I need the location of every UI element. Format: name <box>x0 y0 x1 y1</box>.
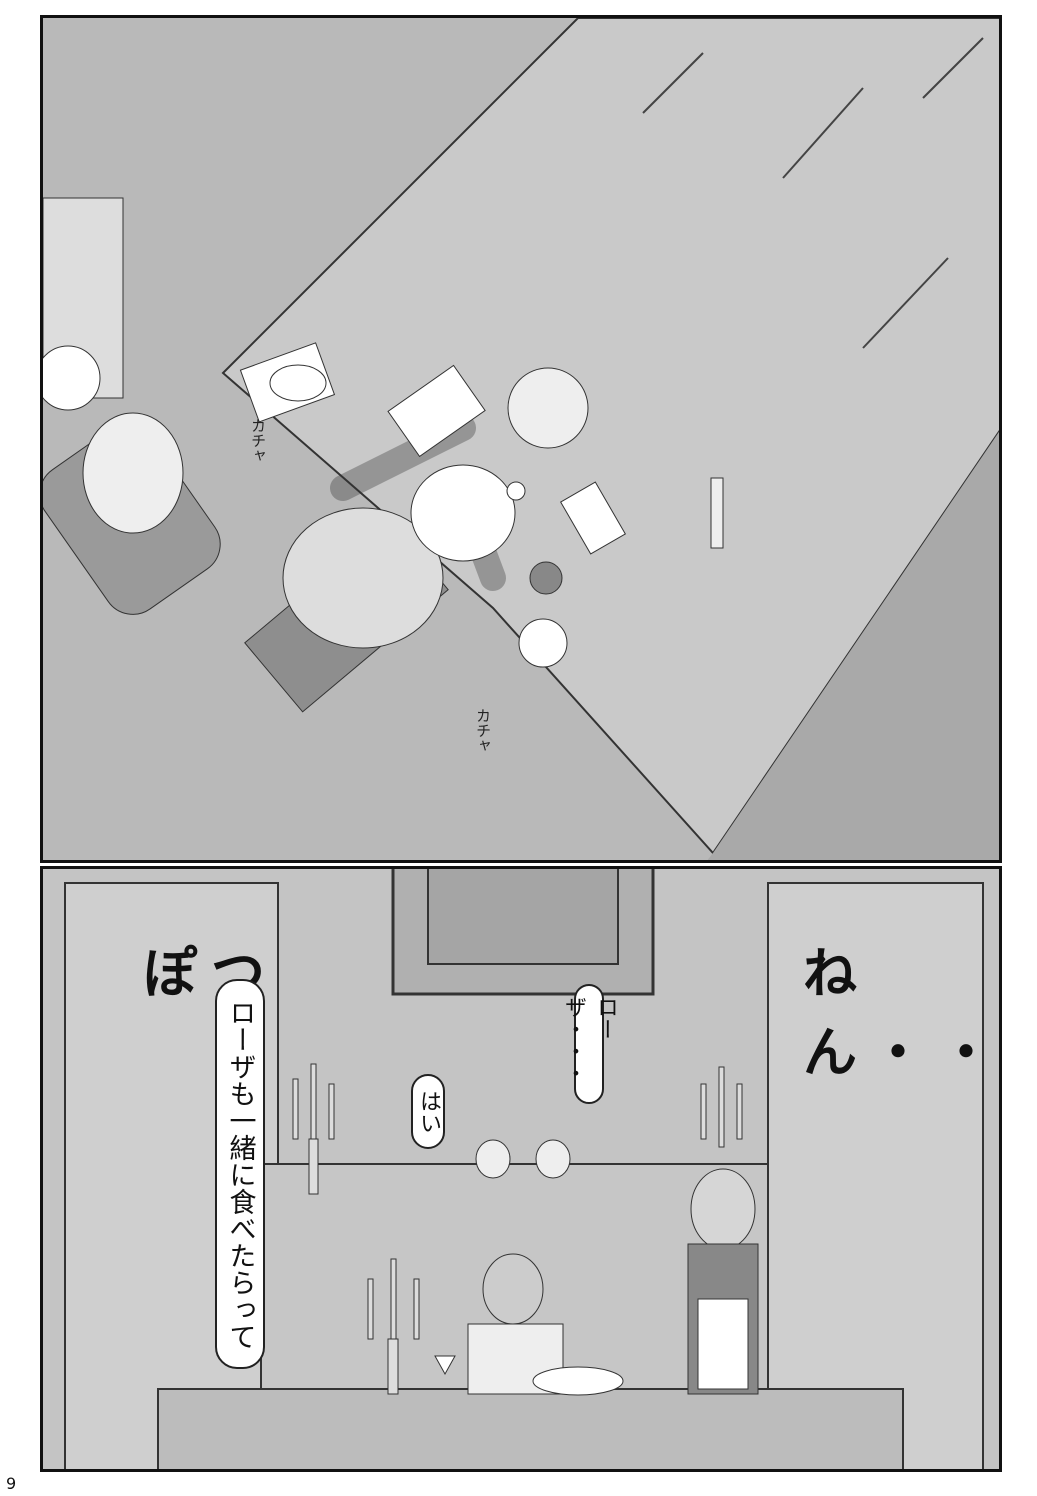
maid-character <box>690 1168 756 1250</box>
napkin <box>387 364 486 458</box>
boy-character <box>482 1253 544 1325</box>
bottom-panel-dining-room: ぽつ ねん・・・ ローザも一緒に食べたらって はい ローザ・・・ <box>40 866 1002 1472</box>
plate <box>43 345 101 411</box>
candlestick <box>710 477 724 549</box>
sfx-clatter-1: カチャ <box>249 418 267 463</box>
right-wall-panel <box>767 882 984 1469</box>
page-number: 9 <box>6 1474 17 1493</box>
dining-room-scene <box>64 869 984 1469</box>
soup-dish <box>269 364 327 402</box>
overhead-table-scene <box>43 18 999 860</box>
floor-shadow <box>707 431 999 860</box>
sfx-clatter-2: カチャ <box>474 708 492 753</box>
dinner-plate <box>410 464 516 562</box>
speech-bubble-invite: ローザも一緒に食べたらって <box>215 979 265 1369</box>
person-center <box>282 507 444 649</box>
speech-bubble-hai: はい <box>411 1074 445 1149</box>
butter-dish <box>559 481 627 555</box>
top-panel-dining-overhead: カチャ カチャ <box>40 15 1002 863</box>
front-table <box>157 1388 904 1469</box>
person-left-head <box>82 412 184 534</box>
sfx-nen: ねん・・・ <box>803 942 1002 1084</box>
table <box>221 18 999 855</box>
salad-bowl <box>507 367 589 449</box>
speech-bubble-roza: ローザ・・・ <box>561 984 618 1104</box>
